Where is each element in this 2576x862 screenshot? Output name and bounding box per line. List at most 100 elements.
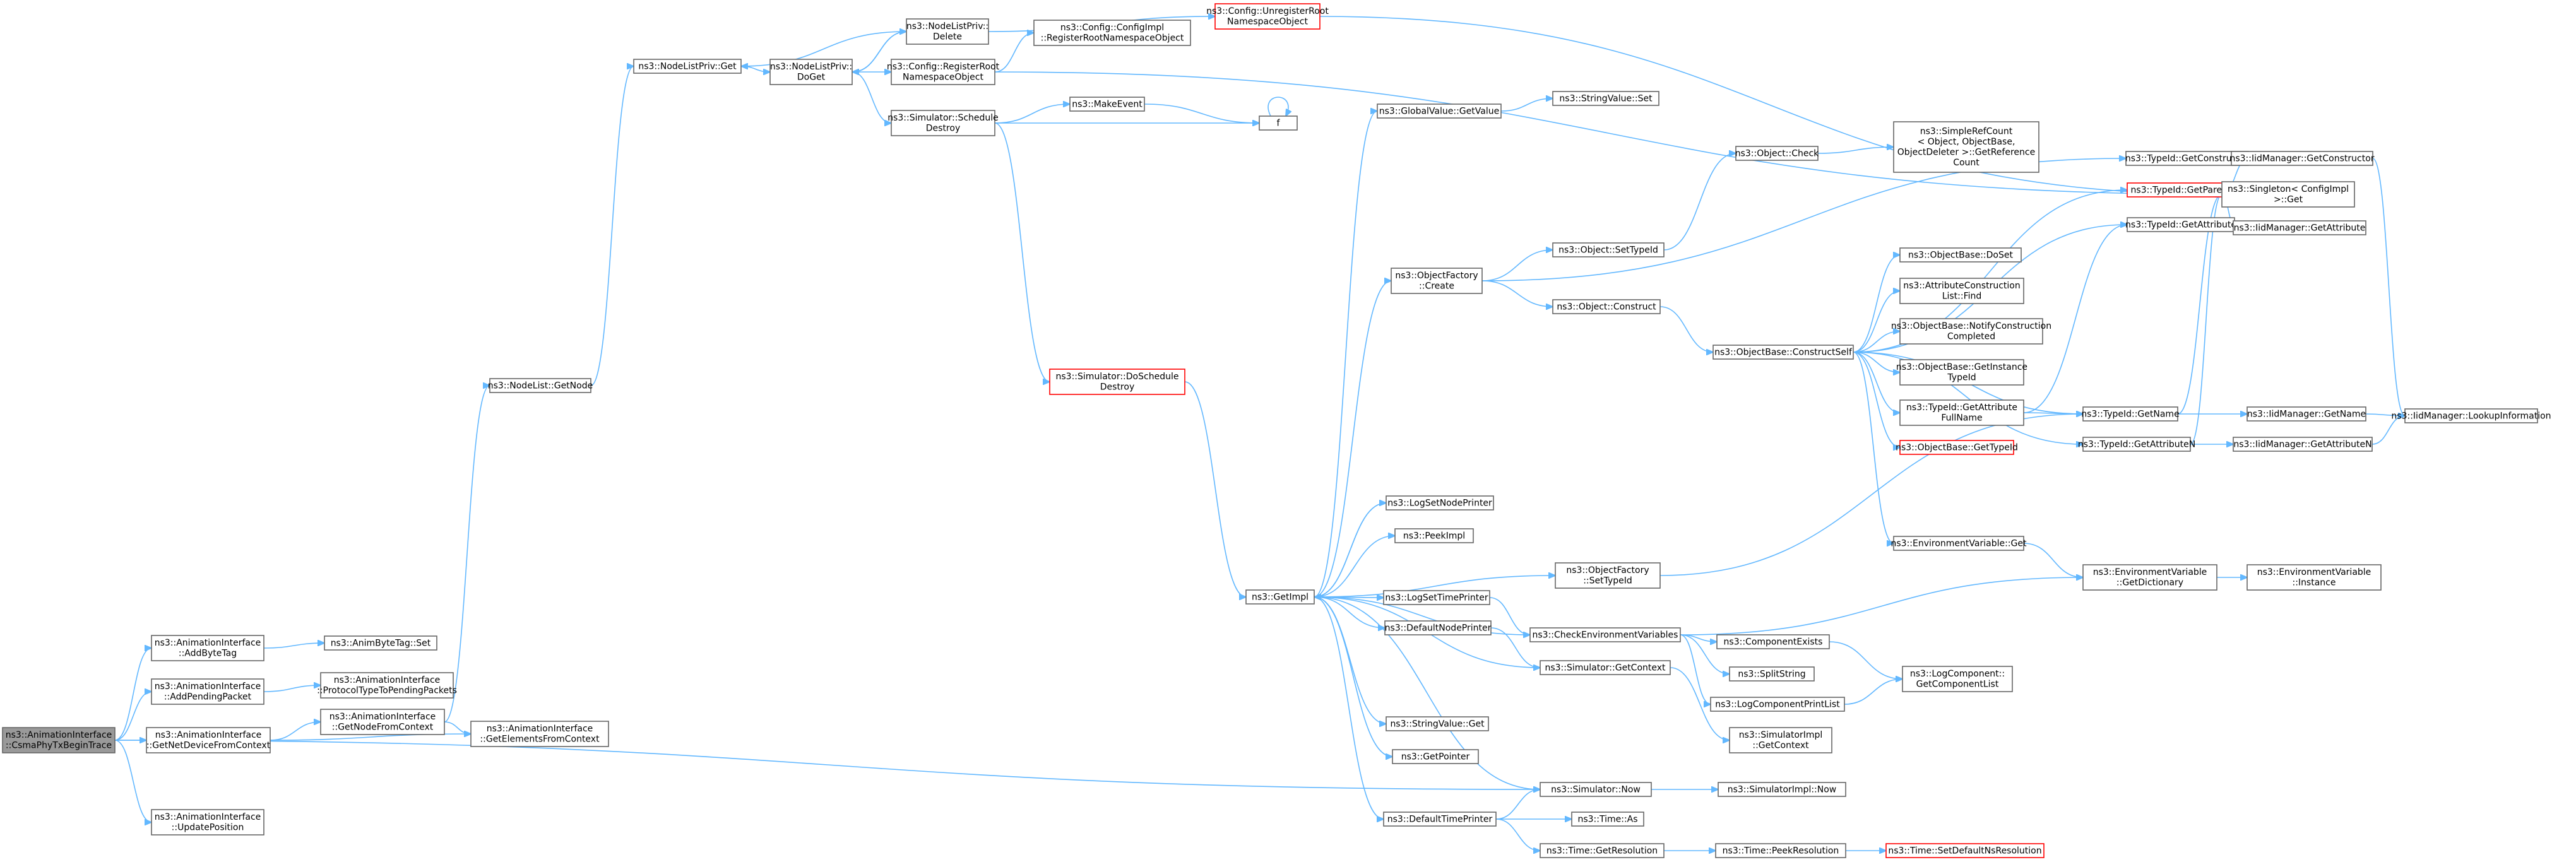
- node-typeidgetattrn[interactable]: ns3::TypeId::GetAttributeN: [2078, 437, 2195, 452]
- node-getpointer[interactable]: ns3::GetPointer: [1392, 749, 1479, 764]
- node-getelements[interactable]: ns3::AnimationInterface::GetElementsFrom…: [470, 721, 609, 747]
- node-getnodefromctx[interactable]: ns3::AnimationInterface::GetNodeFromCont…: [320, 709, 445, 735]
- node-notifyconstruct[interactable]: ns3::ObjectBase::NotifyConstructionCompl…: [1891, 318, 2051, 345]
- node-timeas[interactable]: ns3::Time::As: [1571, 812, 1644, 827]
- node-typeidgetname[interactable]: ns3::TypeId::GetName: [2081, 406, 2180, 422]
- node-envget[interactable]: ns3::EnvironmentVariable::Get: [1891, 536, 2027, 551]
- node-box: [1540, 782, 1652, 797]
- node-label-line: ns3::TypeId::GetParent: [2131, 185, 2231, 195]
- node-globalvalueget[interactable]: ns3::GlobalValue::GetValue: [1377, 103, 1502, 119]
- node-defaulttimeprinter[interactable]: ns3::DefaultTimePrinter: [1383, 812, 1497, 827]
- node-label-line: ns3::TypeId::GetAttributeN: [2078, 439, 2195, 449]
- node-box: [1899, 318, 2043, 345]
- node-root[interactable]: ns3::AnimationInterface::CsmaPhyTxBeginT…: [2, 727, 116, 753]
- edge-unregisterroot-to-singletonget: [1319, 16, 2222, 194]
- node-unregisterroot[interactable]: ns3::Config::UnregisterRootNamespaceObje…: [1206, 3, 1329, 30]
- node-simimplnow[interactable]: ns3::SimulatorImpl::Now: [1718, 782, 1846, 797]
- node-objsettypeid[interactable]: ns3::Object::SetTypeId: [1552, 242, 1665, 257]
- edge-registerroot-to-singletonget: [994, 71, 2222, 194]
- node-checkenv[interactable]: ns3::CheckEnvironmentVariables: [1529, 627, 1681, 642]
- node-iidgetattribute[interactable]: ns3::IidManager::GetAttribute: [2233, 220, 2366, 235]
- node-iidgetconstructor[interactable]: ns3::IidManager::GetConstructor: [2229, 151, 2375, 166]
- edge-simgetcontext-to-simimplgetcontext: [1670, 667, 1730, 740]
- node-label-line: ns3::GlobalValue::GetValue: [1379, 106, 1499, 116]
- node-nodelistgetnode[interactable]: ns3::NodeList::GetNode: [488, 378, 593, 393]
- node-objfactcreate[interactable]: ns3::ObjectFactory::Create: [1391, 268, 1483, 294]
- node-peekimpl[interactable]: ns3::PeekImpl: [1394, 528, 1474, 543]
- node-simgetcontext[interactable]: ns3::Simulator::GetContext: [1540, 660, 1671, 675]
- node-label-line: GetComponentList: [1916, 680, 1999, 690]
- node-iidgetattrn[interactable]: ns3::IidManager::GetAttributeN: [2233, 437, 2373, 452]
- node-box: [1049, 369, 1185, 395]
- node-simnow[interactable]: ns3::Simulator::Now: [1540, 782, 1652, 797]
- node-timepeekres[interactable]: ns3::Time::PeekResolution: [1715, 843, 1846, 858]
- node-stringvalueset[interactable]: ns3::StringValue::Set: [1552, 91, 1659, 106]
- node-addbytetag[interactable]: ns3::AnimationInterface::AddByteTag: [151, 635, 264, 661]
- node-registerroot[interactable]: ns3::Config::RegisterRootNamespaceObject: [887, 59, 1000, 85]
- node-label-line: ns3::Object::SetTypeId: [1558, 245, 1658, 255]
- node-box: [1386, 716, 1489, 731]
- node-logcomponentgetlist[interactable]: ns3::LogComponent::GetComponentList: [1902, 666, 2013, 692]
- node-objfactsettypeid[interactable]: ns3::ObjectFactory::SetTypeId: [1555, 562, 1661, 589]
- node-stringvalueget[interactable]: ns3::StringValue::Get: [1386, 716, 1489, 731]
- node-envinstance[interactable]: ns3::EnvironmentVariable::Instance: [2247, 564, 2382, 591]
- node-singletonget[interactable]: ns3::Singleton< ConfigImpl>::Get: [2221, 181, 2355, 208]
- node-simplerefcount[interactable]: ns3::SimpleRefCount< Object, ObjectBase,…: [1893, 121, 2039, 173]
- edge-getnetdev-to-getnodefromctx: [270, 722, 321, 741]
- node-label-line: ns3::ObjectBase::ConstructSelf: [1714, 347, 1853, 357]
- node-constructself[interactable]: ns3::ObjectBase::ConstructSelf: [1712, 345, 1854, 360]
- node-splitstring[interactable]: ns3::SplitString: [1729, 666, 1815, 682]
- node-box: [324, 635, 437, 651]
- node-iidlookup[interactable]: ns3::IidManager::LookupInformation: [2391, 408, 2551, 423]
- edge-iidgetconstructor-to-iidlookup: [2372, 158, 2405, 416]
- node-objbasedoset[interactable]: ns3::ObjectBase::DoSet: [1899, 247, 2022, 263]
- node-typeidgetattribute[interactable]: ns3::TypeId::GetAttribute: [2125, 217, 2236, 232]
- node-envgetdict[interactable]: ns3::EnvironmentVariable::GetDictionary: [2082, 564, 2217, 591]
- node-label-line: ns3::Config::ConfigImpl: [1060, 23, 1164, 33]
- edge-defaulttimeprinter-to-simnow: [1495, 789, 1540, 820]
- node-protocoltype[interactable]: ns3::AnimationInterface::ProtocolTypeToP…: [317, 672, 457, 699]
- node-animbytetagset[interactable]: ns3::AnimByteTag::Set: [324, 635, 437, 651]
- edge-objfactcreate-to-objsettypeid: [1481, 250, 1553, 281]
- node-updatepos[interactable]: ns3::AnimationInterface::UpdatePosition: [151, 809, 264, 835]
- node-typeidgetparent[interactable]: ns3::TypeId::GetParent: [2127, 182, 2235, 198]
- node-defaultnodeprinter[interactable]: ns3::DefaultNodePrinter: [1384, 620, 1492, 635]
- node-iidgetname[interactable]: ns3::IidManager::GetName: [2247, 406, 2366, 422]
- edge-nodelistprivget-to-nodelistprivdoget: [740, 66, 770, 72]
- node-componentexists[interactable]: ns3::ComponentExists: [1716, 634, 1830, 649]
- node-objbasegettypeid[interactable]: ns3::ObjectBase::GetTypeId: [1896, 440, 2018, 455]
- node-configimplreg[interactable]: ns3::Config::ConfigImpl::RegisterRootNam…: [1033, 20, 1191, 46]
- node-getnetdev[interactable]: ns3::AnimationInterface::GetNetDeviceFro…: [146, 727, 271, 753]
- node-label-line: ns3::NodeListPriv::: [770, 62, 852, 72]
- node-typeidgetconstructor[interactable]: ns3::TypeId::GetConstructor: [2125, 151, 2249, 166]
- node-logsettimeprinter[interactable]: ns3::LogSetTimePrinter: [1383, 590, 1490, 605]
- node-label-line: ns3::AnimationInterface: [155, 682, 261, 692]
- node-simimplgetcontext[interactable]: ns3::SimulatorImpl::GetContext: [1729, 727, 1832, 753]
- node-nodelistprivdelete[interactable]: ns3::NodeListPriv::Delete: [906, 18, 989, 45]
- node-objconstruct[interactable]: ns3::Object::Construct: [1552, 299, 1661, 314]
- node-label-line: ns3::LogComponent::: [1910, 669, 2005, 679]
- node-logcomponentprintlist[interactable]: ns3::LogComponentPrintList: [1710, 697, 1845, 712]
- node-nodelistprivget[interactable]: ns3::NodeListPriv::Get: [633, 59, 742, 74]
- node-timegetres[interactable]: ns3::Time::GetResolution: [1540, 843, 1665, 858]
- node-f[interactable]: f: [1259, 115, 1298, 131]
- node-getimpl[interactable]: ns3::GetImpl: [1245, 589, 1315, 605]
- node-addpending[interactable]: ns3::AnimationInterface::AddPendingPacke…: [151, 678, 264, 705]
- node-label-line: TypeId: [1947, 373, 1976, 383]
- node-box: [1386, 495, 1494, 511]
- node-box: [906, 18, 989, 45]
- node-makeevent[interactable]: ns3::MakeEvent: [1069, 97, 1145, 112]
- edge-getimpl-to-getpointer: [1314, 596, 1392, 757]
- node-box: [2082, 437, 2191, 452]
- node-logsetnodeprinter[interactable]: ns3::LogSetNodePrinter: [1386, 495, 1494, 511]
- node-label-line: ns3::ObjectFactory: [1395, 271, 1478, 281]
- node-nodelistprivdoget[interactable]: ns3::NodeListPriv::DoGet: [769, 59, 853, 85]
- node-objcheck[interactable]: ns3::Object::Check: [1735, 146, 1819, 161]
- node-box: [1902, 666, 2013, 692]
- node-timesetdefault[interactable]: ns3::Time::SetDefaultNsResolution: [1885, 843, 2045, 858]
